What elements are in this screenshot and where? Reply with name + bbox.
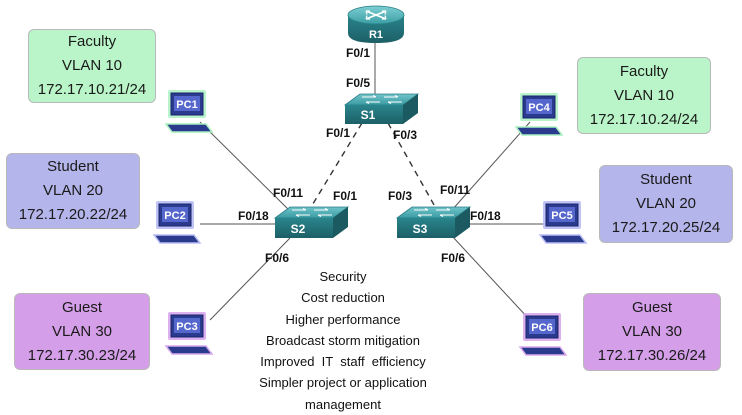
- pc6-label: PC6: [531, 322, 552, 334]
- pc4-icon[interactable]: PC4: [514, 93, 564, 136]
- benefit-item: Higher performance: [285, 311, 401, 327]
- vlan-box-pc1: Faculty VLAN 10 172.17.10.21/24: [28, 29, 156, 103]
- benefit-item: Security: [319, 269, 367, 284]
- link-s2-pc3: [209, 237, 291, 321]
- pc1-icon[interactable]: PC1: [164, 90, 214, 133]
- switch-s2-label: S2: [291, 222, 306, 236]
- vlan-group-label: Faculty: [67, 33, 117, 50]
- ip-address-label: 172.17.20.22/24: [18, 206, 128, 223]
- switch-s3-icon[interactable]: S3: [395, 206, 472, 238]
- vlan-box-pc6: Guest VLAN 30 172.17.30.26/24: [583, 293, 721, 371]
- vlan-id-label: VLAN 30: [621, 323, 683, 340]
- vlan-id-label: VLAN 20: [635, 195, 697, 212]
- ip-address-label: 172.17.30.26/24: [597, 347, 707, 364]
- vlan-box-pc2: Student VLAN 20 172.17.20.22/24: [6, 153, 140, 229]
- vlan-group-label: Student: [640, 171, 692, 188]
- pc3-label: PC3: [176, 321, 197, 333]
- pc4-label: PC4: [528, 102, 550, 114]
- ip-address-label: 172.17.10.24/24: [589, 110, 699, 128]
- vlan-group-label: Guest: [61, 298, 103, 316]
- benefit-item: Broadcast storm mitigation: [266, 332, 420, 348]
- benefit-item: Improved IT staff efficiency: [260, 354, 426, 370]
- port-label-s1-f0-1: F0/1: [326, 126, 351, 140]
- benefit-item: Cost reduction: [301, 290, 385, 306]
- pc3-icon[interactable]: PC3: [164, 312, 214, 355]
- switch-s1-label: S1: [361, 108, 376, 122]
- link-s2-pc1: [199, 121, 294, 215]
- vlan-id-label: VLAN 10: [613, 86, 675, 104]
- vlan-box-pc4: Faculty VLAN 10 172.17.10.24/24: [577, 57, 711, 134]
- ip-address-label: 172.17.20.25/24: [611, 219, 721, 236]
- pc5-label: PC5: [551, 210, 572, 222]
- port-label-s2-f0-11: F0/11: [273, 186, 304, 200]
- port-label-s1-f0-3: F0/3: [393, 128, 418, 142]
- pc5-icon[interactable]: PC5: [538, 201, 588, 244]
- vlan-box-pc5: Student VLAN 20 172.17.20.25/24: [599, 165, 733, 243]
- pc2-label: PC2: [164, 210, 185, 222]
- ip-address-label: 172.17.30.23/24: [27, 346, 137, 364]
- pc2-icon[interactable]: PC2: [152, 201, 202, 244]
- port-label-s3-f0-3: F0/3: [388, 189, 413, 203]
- router-r1-icon[interactable]: R1: [347, 5, 405, 43]
- port-label-r1-f0-1: F0/1: [346, 46, 371, 60]
- benefit-item: management: [305, 396, 381, 412]
- vlan-id-label: VLAN 30: [51, 322, 113, 340]
- benefit-item: Simpler project or application: [259, 375, 427, 391]
- switch-s2-icon[interactable]: S2: [273, 206, 350, 238]
- pc1-label: PC1: [176, 99, 197, 111]
- link-s3-pc6: [451, 235, 529, 319]
- link-s3-pc4: [451, 121, 531, 211]
- port-label-s1-f0-5: F0/5: [346, 76, 371, 90]
- port-label-s2-f0-1: F0/1: [333, 189, 358, 203]
- vlan-benefits-list: Security Cost reduction Higher performan…: [248, 266, 438, 415]
- vlan-id-label: VLAN 10: [61, 57, 123, 74]
- port-label-s2-f0-6: F0/6: [265, 251, 290, 265]
- port-label-s3-f0-18: F0/18: [470, 209, 501, 223]
- vlan-group-label: Guest: [631, 299, 673, 316]
- ip-address-label: 172.17.10.21/24: [37, 81, 147, 98]
- switch-s1-icon[interactable]: S1: [343, 93, 420, 124]
- vlan-id-label: VLAN 20: [42, 182, 104, 199]
- port-label-s3-f0-6: F0/6: [441, 251, 466, 265]
- pc6-icon[interactable]: PC6: [518, 313, 568, 356]
- vlan-group-label: Student: [47, 158, 99, 175]
- port-label-s2-f0-18: F0/18: [238, 209, 269, 223]
- router-label: R1: [369, 29, 383, 41]
- vlan-box-pc3: Guest VLAN 30 172.17.30.23/24: [14, 293, 150, 370]
- switch-s3-label: S3: [413, 222, 428, 236]
- vlan-group-label: Faculty: [619, 62, 669, 80]
- port-label-s3-f0-11: F0/11: [440, 183, 471, 197]
